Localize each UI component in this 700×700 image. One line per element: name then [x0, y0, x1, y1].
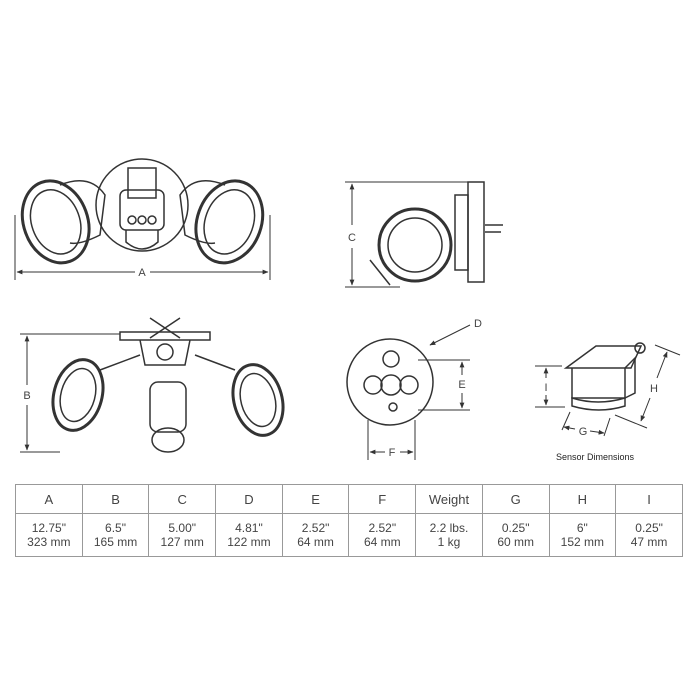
- dimension-def-lines: [367, 324, 471, 460]
- mounting-plate: [346, 338, 434, 426]
- label-a: A: [138, 267, 146, 279]
- header-i: I: [615, 484, 683, 514]
- cell-weight: 2.2 lbs.1 kg: [415, 513, 483, 557]
- dimension-b-line: [20, 333, 120, 453]
- sensor-drawing: [563, 342, 646, 411]
- imperial-value: 5.00": [168, 521, 197, 535]
- imperial-value: 0.25": [501, 521, 530, 535]
- metric-value: 165 mm: [93, 535, 138, 549]
- cell-i: 0.25"47 mm: [615, 513, 683, 557]
- dimension-c-line: [345, 181, 470, 288]
- label-b: B: [23, 390, 30, 402]
- label-g: G: [579, 426, 588, 438]
- cell-e: 2.52"64 mm: [281, 513, 350, 557]
- header-h: H: [548, 484, 617, 514]
- dimension-a-line: [14, 215, 271, 280]
- label-f: F: [389, 447, 396, 459]
- table-header-row: A B C D E F Weight G H I: [15, 484, 683, 514]
- dimension-ghi-lines: [535, 344, 681, 437]
- front-view-fixture: [20, 158, 265, 265]
- imperial-value: 12.75": [31, 521, 66, 535]
- label-e: E: [458, 379, 465, 391]
- imperial-value: 0.25": [635, 521, 663, 535]
- imperial-value: 6": [576, 521, 588, 535]
- cell-f: 2.52"64 mm: [348, 513, 417, 557]
- metric-value: 1 kg: [437, 535, 461, 549]
- header-g: G: [481, 484, 550, 514]
- cell-h: 6"152 mm: [548, 513, 617, 557]
- dimension-drawings: A B C D E F G H I: [14, 158, 681, 460]
- label-i: I: [544, 382, 547, 394]
- cell-g: 0.25"60 mm: [481, 513, 550, 557]
- metric-value: 47 mm: [630, 535, 668, 549]
- sensor-caption: Sensor Dimensions: [556, 452, 635, 462]
- label-d: D: [474, 318, 482, 330]
- table-row: 12.75"323 mm 6.5"165 mm 5.00"127 mm 4.81…: [15, 513, 683, 557]
- metric-value: 60 mm: [497, 535, 534, 549]
- label-c: C: [348, 232, 356, 244]
- imperial-value: 4.81": [235, 521, 263, 535]
- dimensions-table: A B C D E F Weight G H I 12.75"323 mm 6.…: [15, 484, 683, 557]
- cell-a: 12.75"323 mm: [15, 513, 83, 557]
- metric-value: 127 mm: [160, 535, 204, 549]
- imperial-value: 2.52": [301, 521, 330, 535]
- metric-value: 152 mm: [560, 535, 605, 549]
- metric-value: 64 mm: [297, 535, 334, 549]
- imperial-value: 2.52": [368, 521, 397, 535]
- top-view-fixture: [51, 317, 285, 453]
- header-weight: Weight: [415, 484, 483, 514]
- header-a: A: [15, 484, 83, 514]
- header-e: E: [281, 484, 350, 514]
- label-h: H: [650, 383, 658, 395]
- metric-value: 122 mm: [227, 535, 271, 549]
- cell-d: 4.81"122 mm: [215, 513, 283, 557]
- header-f: F: [348, 484, 417, 514]
- header-b: B: [81, 484, 150, 514]
- side-view-fixture: [369, 181, 503, 286]
- header-d: D: [215, 484, 283, 514]
- metric-value: 64 mm: [363, 535, 401, 549]
- metric-value: 323 mm: [27, 535, 71, 549]
- imperial-value: 6.5": [105, 521, 126, 535]
- cell-c: 5.00"127 mm: [148, 513, 217, 557]
- imperial-value: 2.2 lbs.: [429, 521, 469, 535]
- cell-b: 6.5"165 mm: [81, 513, 150, 557]
- header-c: C: [148, 484, 217, 514]
